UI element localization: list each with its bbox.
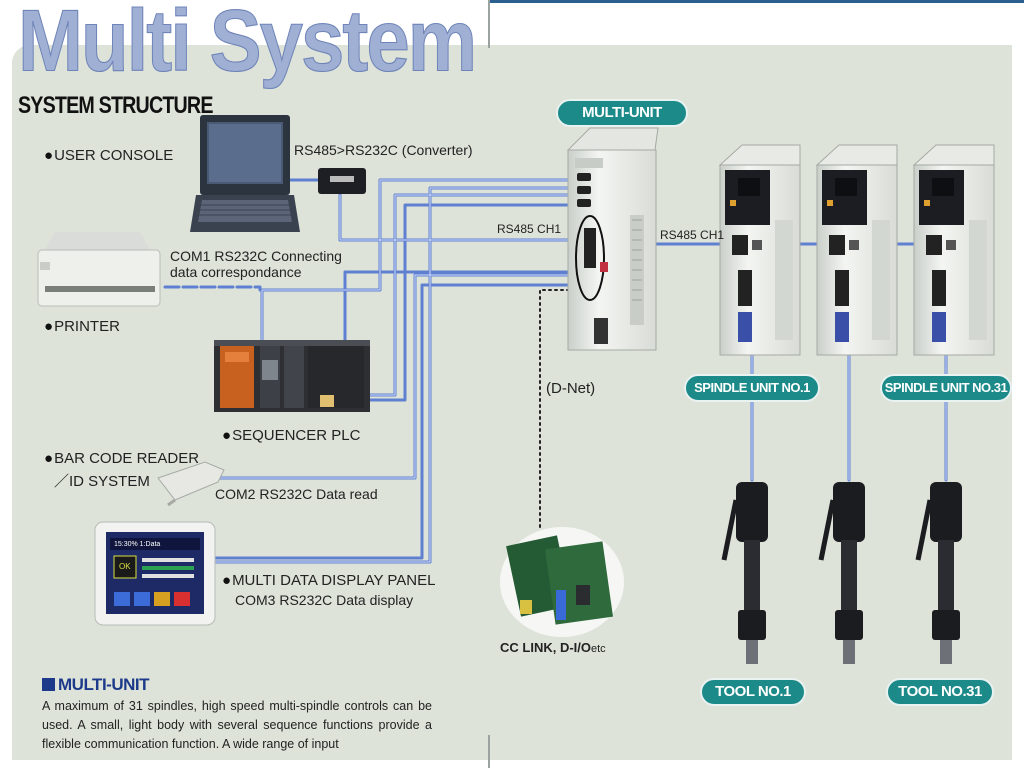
pill-spindle-1: SPINDLE UNIT NO.1 xyxy=(684,374,820,402)
label-com2: COM2 RS232C Data read xyxy=(215,486,378,502)
sequencer-plc-icon xyxy=(214,340,370,412)
label-converter: RS485>RS232C (Converter) xyxy=(294,142,473,158)
cable-display-2 xyxy=(213,283,577,560)
heading-square-icon xyxy=(42,678,55,691)
label-barcode-id: ／ID SYSTEM xyxy=(54,473,150,490)
spindle-unit-2-device xyxy=(815,144,898,356)
header-rule xyxy=(490,0,1024,3)
label-cc-link: CC LINK, D-I/Oetc xyxy=(500,640,606,655)
label-barcode: BAR CODE READER xyxy=(44,450,199,467)
cable-plc-3 xyxy=(343,270,577,347)
pill-tool-31: TOOL NO.31 xyxy=(886,678,994,706)
label-com3: COM3 RS232C Data display xyxy=(235,592,414,608)
pill-multi-unit: MULTI-UNIT xyxy=(556,99,688,127)
converter-icon xyxy=(318,168,366,194)
multi-unit-device xyxy=(566,127,659,351)
cable-plc-2 xyxy=(368,203,577,402)
cc-link-boards-icon xyxy=(500,527,624,637)
divider-bottom xyxy=(488,735,490,768)
label-display-panel: MULTI DATA DISPLAY PANEL xyxy=(222,572,435,589)
label-printer: PRINTER xyxy=(44,318,120,335)
divider-top xyxy=(488,0,490,48)
pill-tool-1: TOOL NO.1 xyxy=(700,678,806,706)
spindle-unit-1-device xyxy=(718,144,801,356)
description-heading: MULTI-UNIT xyxy=(42,675,150,695)
cable-group xyxy=(163,178,948,564)
label-com1: COM1 RS232C Connecting xyxy=(170,248,342,264)
label-user-console: USER CONSOLE xyxy=(44,147,173,164)
tool-31-device xyxy=(915,482,962,664)
cable-printer xyxy=(163,285,262,292)
description-text: A maximum of 31 spindles, high speed mul… xyxy=(42,699,432,751)
printer-icon xyxy=(37,232,161,307)
label-sequencer: SEQUENCER PLC xyxy=(222,427,360,444)
header-band xyxy=(490,3,1024,45)
cable-dnet xyxy=(539,289,576,531)
label-rs485-left: RS485 CH1 xyxy=(497,222,562,236)
panel-screen-line2: OK xyxy=(119,562,131,571)
panel-screen-line1: 15:30% 1:Data xyxy=(114,541,161,548)
laptop-icon xyxy=(190,115,300,232)
page-title: Multi System xyxy=(17,0,477,90)
section-subtitle: SYSTEM STRUCTURE xyxy=(18,92,213,119)
display-panel-icon xyxy=(94,521,216,626)
spindle-unit-31-device xyxy=(912,144,995,356)
label-rs485-right: RS485 CH1 xyxy=(660,228,725,242)
tool-1-device xyxy=(721,482,768,664)
tool-2-device xyxy=(818,482,865,664)
label-com1-detail: data correspondance xyxy=(170,264,302,280)
label-dnet: (D-Net) xyxy=(546,380,596,397)
pill-spindle-31: SPINDLE UNIT NO.31 xyxy=(880,374,1012,402)
